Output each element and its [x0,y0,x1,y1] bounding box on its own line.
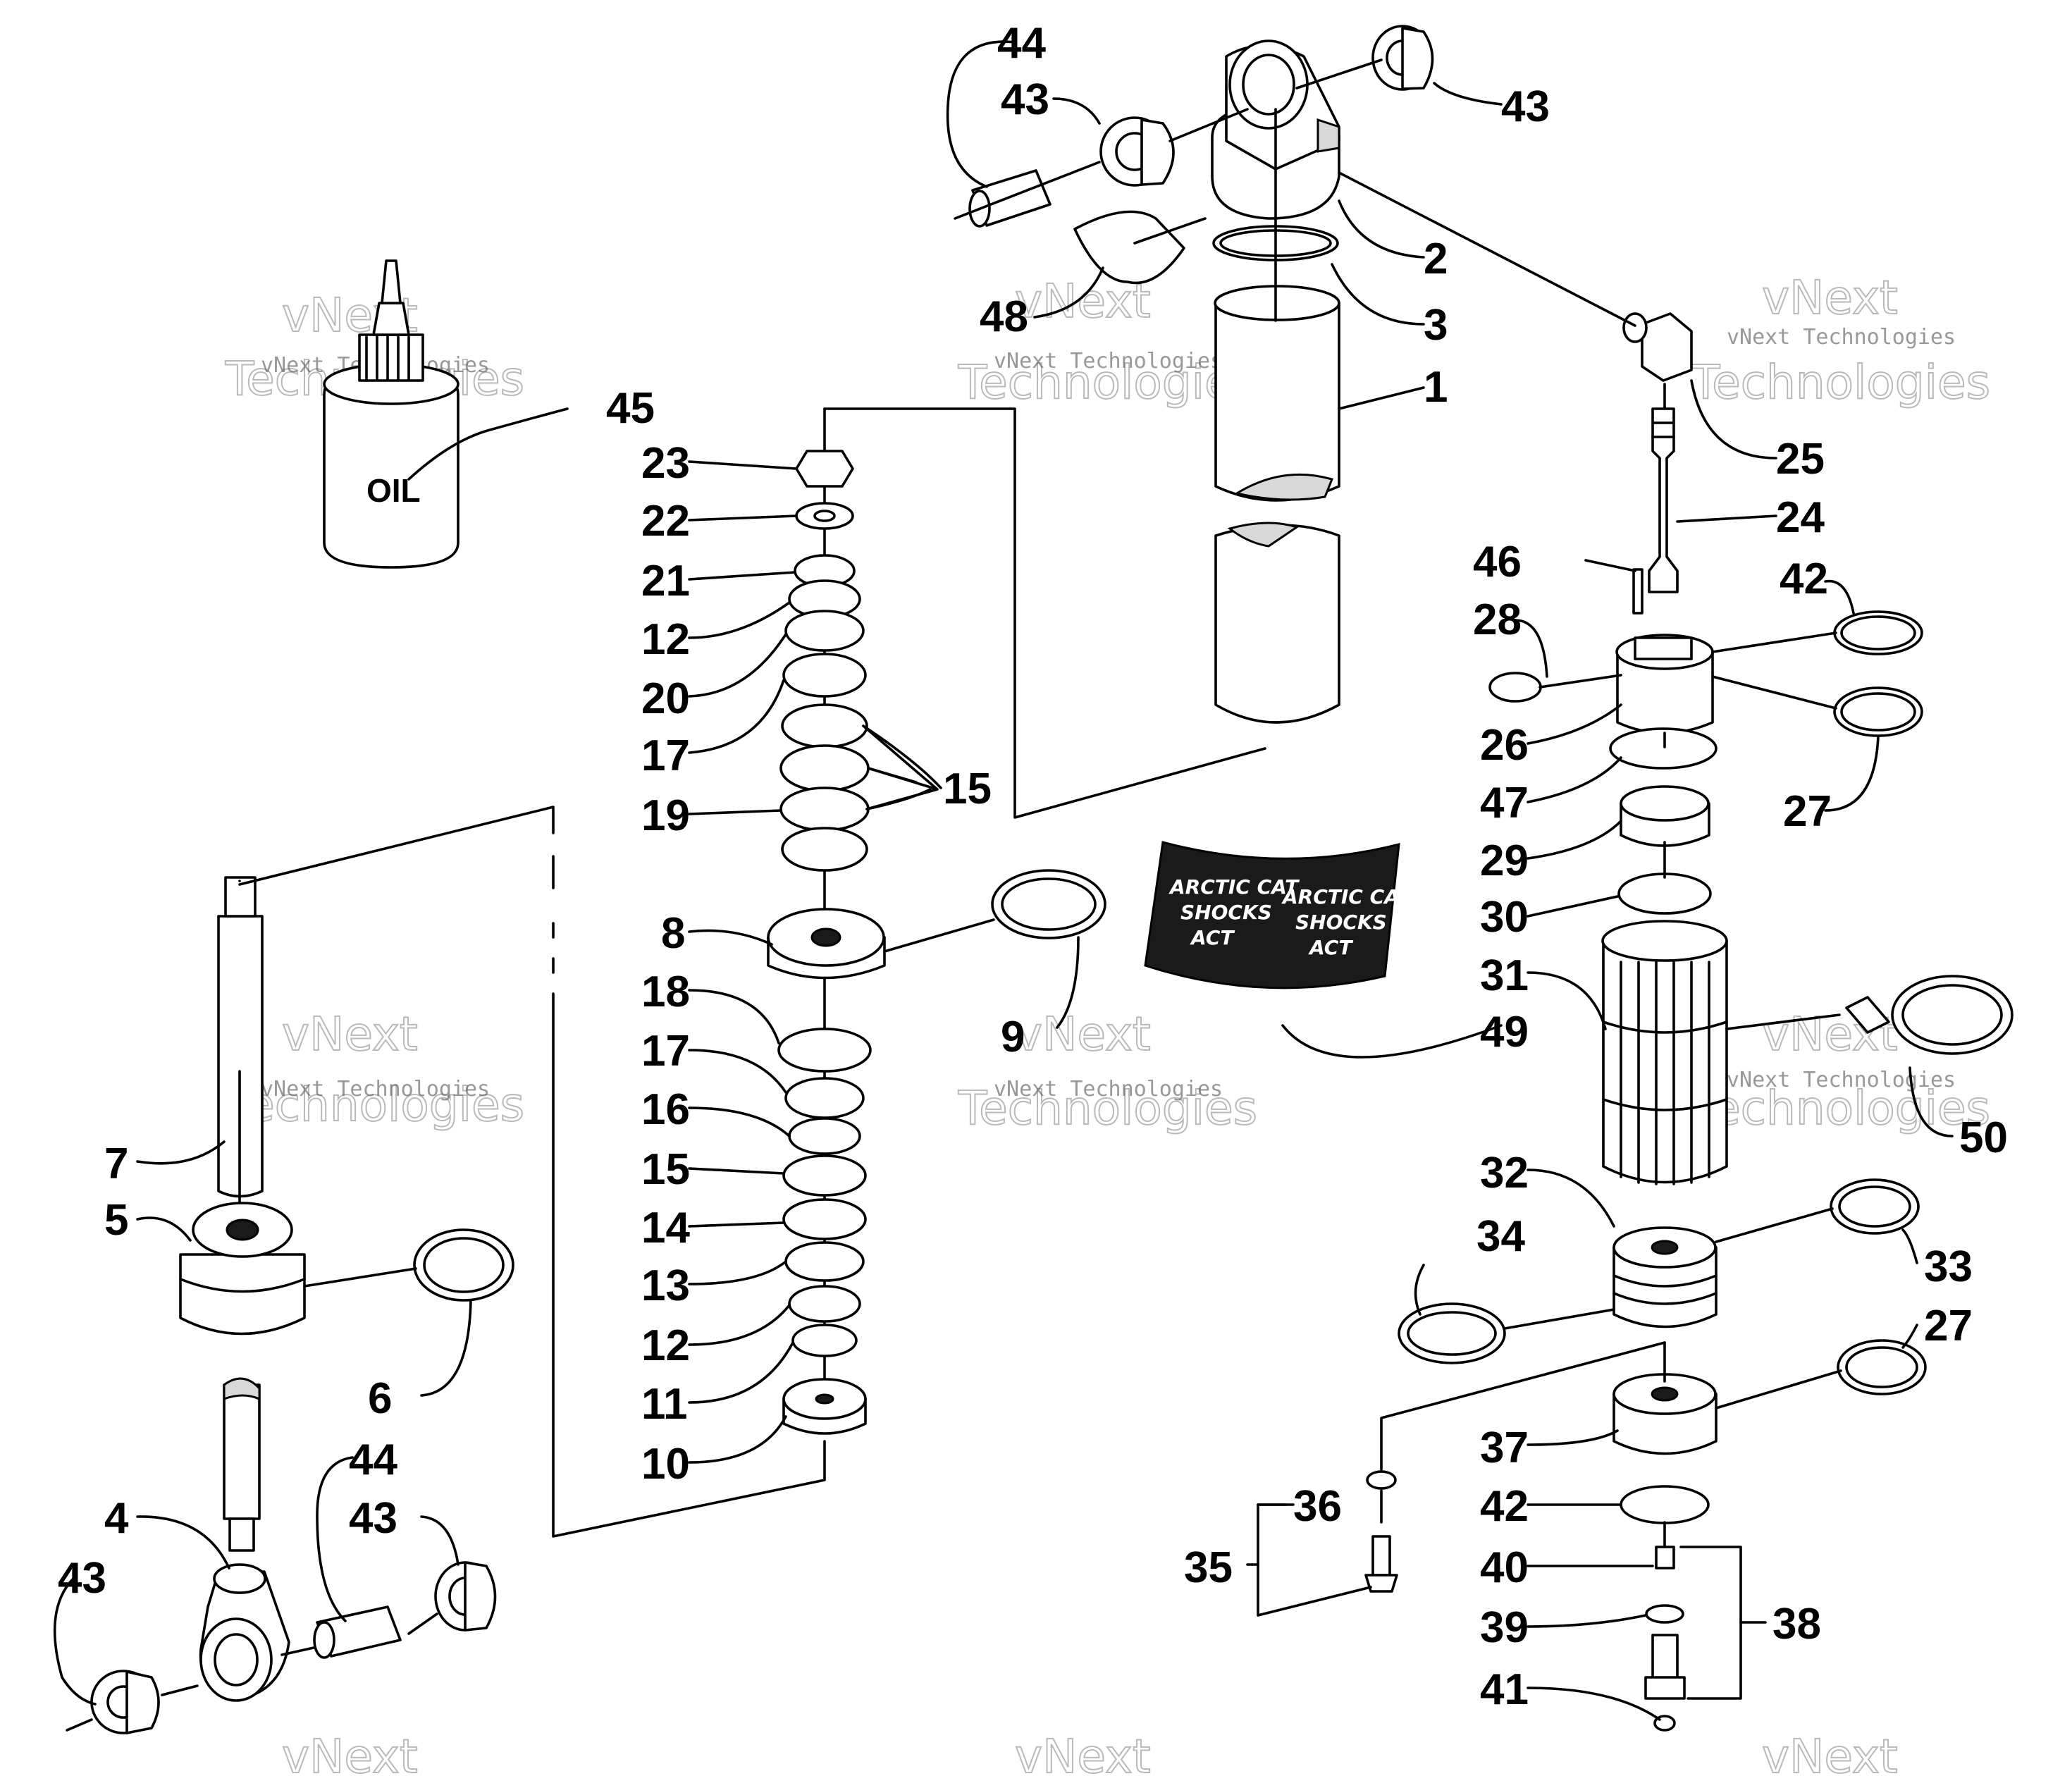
callout-28: 28 [1473,596,1522,644]
callout-37: 37 [1480,1424,1529,1472]
callout-22: 22 [641,497,690,545]
callout-15: 15 [943,765,992,813]
watermark-text: vNext [282,1007,418,1061]
callout-41: 41 [1480,1665,1529,1714]
callout-12: 12 [641,1321,690,1370]
watermark-text: vNext [1762,271,1898,325]
watermark-text: vNext [1015,1729,1151,1776]
oil-bottle-part: OIL [323,259,460,569]
callout-17: 17 [641,1027,690,1075]
callout-43: 43 [1001,75,1049,124]
callout-40: 40 [1480,1543,1529,1592]
callout-21: 21 [641,557,690,605]
callout-42: 42 [1780,555,1828,603]
valve-stack-parts [767,407,1106,1435]
callout-27: 27 [1783,787,1832,836]
watermark-text: vNext [1762,1729,1898,1776]
brace-15 [862,724,939,810]
callout-25: 25 [1776,435,1825,483]
callout-43: 43 [349,1494,397,1543]
callout-44: 44 [997,19,1046,68]
reservoir-parts [1364,312,2014,1732]
watermark-text: vNext Technologies [1727,1068,1956,1092]
callout-20: 20 [641,674,690,723]
decal-shocks-right: SHOCKS [1295,911,1387,934]
callout-5: 5 [104,1196,128,1245]
watermark-text: Technologies [958,1081,1257,1135]
watermark-text: vNext [1015,1007,1151,1061]
watermark-text: vNext Technologies [994,1077,1223,1102]
callout-43: 43 [58,1554,106,1603]
watermark-text: Technologies [1691,355,1990,409]
callout-48: 48 [980,292,1028,341]
callout-16: 16 [641,1085,690,1134]
callout-2: 2 [1424,235,1448,283]
callout-47: 47 [1480,779,1529,827]
callout-11: 11 [641,1380,688,1429]
callout-19: 19 [641,791,690,840]
decal-logo-left: ACT [1190,926,1235,949]
callout-24: 24 [1776,493,1825,542]
watermark-text: Technologies [225,1078,524,1132]
watermark-text: vNext Technologies [261,1077,490,1102]
callout-18: 18 [641,968,690,1016]
callout-14: 14 [641,1204,690,1252]
callout-12: 12 [641,615,690,664]
callout-6: 6 [368,1374,392,1423]
callout-9: 9 [1001,1013,1025,1061]
callout-4: 4 [104,1494,129,1543]
callout-17: 17 [641,732,690,780]
callout-49: 49 [1480,1008,1529,1056]
watermark-text: Technologies [1691,1081,1990,1135]
callout-3: 3 [1424,301,1448,350]
callout-44: 44 [349,1436,397,1484]
callout-42: 42 [1480,1482,1529,1531]
callout-33: 33 [1924,1242,1973,1291]
watermark-text: vNext [282,1729,418,1776]
callout-27: 27 [1924,1302,1973,1350]
callout-45: 45 [606,384,655,433]
callout-13: 13 [641,1262,690,1310]
callout-1: 1 [1424,363,1448,412]
callouts: 44 43 43 2 3 48 1 25 24 46 42 28 26 27 4… [58,19,2008,1714]
decal-shocks-left: SHOCKS [1180,901,1272,924]
callout-29: 29 [1480,837,1529,885]
decal-logo-right: ACT [1308,936,1353,959]
callout-31: 31 [1480,951,1529,1000]
callout-30: 30 [1480,893,1529,942]
callout-43: 43 [1501,82,1550,131]
callout-38: 38 [1772,1600,1821,1648]
watermark-text: vNext Technologies [994,349,1223,374]
oil-label: OIL [366,472,421,509]
callout-46: 46 [1473,538,1522,586]
decal-brand-left: ARCTIC CAT [1168,875,1300,899]
callout-8: 8 [661,909,685,958]
callout-26: 26 [1480,721,1529,770]
shaft-parts [66,876,514,1734]
decal-part: ARCTIC CAT SHOCKS ACT ARCTIC CAT SHOCKS … [1144,841,1412,989]
watermark-text: Technologies [958,355,1257,409]
shock-body-parts [954,25,1434,724]
callout-39: 39 [1480,1603,1529,1652]
callout-35: 35 [1184,1543,1233,1592]
callout-7: 7 [104,1140,128,1188]
callout-34: 34 [1476,1212,1525,1261]
callout-50: 50 [1959,1114,2008,1162]
callout-23: 23 [641,439,690,488]
callout-15: 15 [641,1145,690,1194]
callout-10: 10 [641,1440,690,1488]
callout-36: 36 [1293,1482,1342,1531]
watermark-text: vNext Technologies [1727,325,1956,350]
decal-brand-right: ARCTIC CAT [1281,885,1412,908]
callout-32: 32 [1480,1149,1529,1197]
